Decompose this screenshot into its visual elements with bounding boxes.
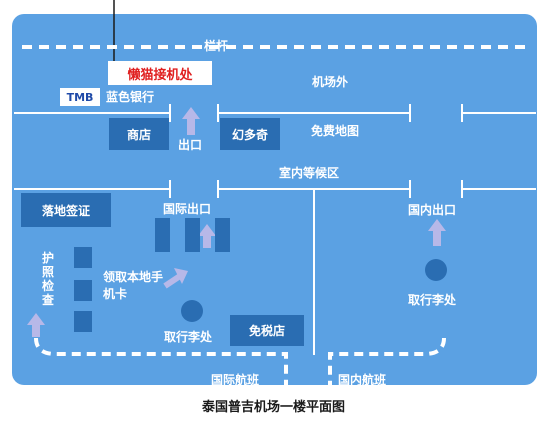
intl-exit-gate-3 xyxy=(215,218,230,252)
passport-desk-2 xyxy=(74,280,92,301)
passport-desk-3 xyxy=(74,311,92,332)
arrival-route-dashed xyxy=(34,337,446,390)
baggage-claim-dom-marker xyxy=(425,259,447,281)
baggage-intl-label: 取行李处 xyxy=(164,330,213,344)
outside-airport-label: 机场外 xyxy=(312,75,349,89)
shop-block: 商店 xyxy=(109,118,169,150)
upper-corridor-lines xyxy=(14,104,536,122)
sim-card-arrow xyxy=(163,268,188,289)
passport-check-arrow xyxy=(27,313,45,337)
middle-corridor-lines xyxy=(14,180,536,198)
exit-main-label: 出口 xyxy=(178,138,203,152)
passport-check-label: 护照检查 xyxy=(41,251,54,307)
tmb-bank-logo: TMB xyxy=(60,88,100,106)
visa-on-arrival-block: 落地签证 xyxy=(21,193,111,227)
baggage-dom-label: 取行李处 xyxy=(408,293,457,307)
railing-label: 栏杆 xyxy=(204,39,229,53)
bank-label: 蓝色银行 xyxy=(106,90,155,104)
intl-exit-gate-1 xyxy=(155,218,170,252)
sim-card-pickup-label: 领取本地手机卡 xyxy=(103,270,164,301)
lazada-pickup-label: 懒猫接机处 xyxy=(108,61,212,85)
dom-flight-label: 国内航班 xyxy=(338,373,387,387)
intl-exit-gate-2 xyxy=(185,218,200,252)
waiting-area-label: 室内等候区 xyxy=(279,166,340,180)
intl-flight-label: 国际航班 xyxy=(211,373,260,387)
intl-exit-arrow xyxy=(198,224,216,248)
dom-exit-label: 国内出口 xyxy=(408,203,457,217)
map-caption: 泰国普吉机场一楼平面图 xyxy=(201,400,345,415)
dom-exit-arrow xyxy=(428,219,446,246)
baggage-claim-intl-marker xyxy=(181,300,203,322)
siam-block: 幻多奇 xyxy=(220,118,280,150)
exit-main-arrow xyxy=(182,107,200,135)
intl-exit-label: 国际出口 xyxy=(163,202,212,216)
passport-desk-1 xyxy=(74,247,92,268)
free-map-label: 免费地图 xyxy=(311,124,360,138)
duty-free-block: 免税店 xyxy=(230,315,304,346)
direction-arrows xyxy=(27,107,446,337)
